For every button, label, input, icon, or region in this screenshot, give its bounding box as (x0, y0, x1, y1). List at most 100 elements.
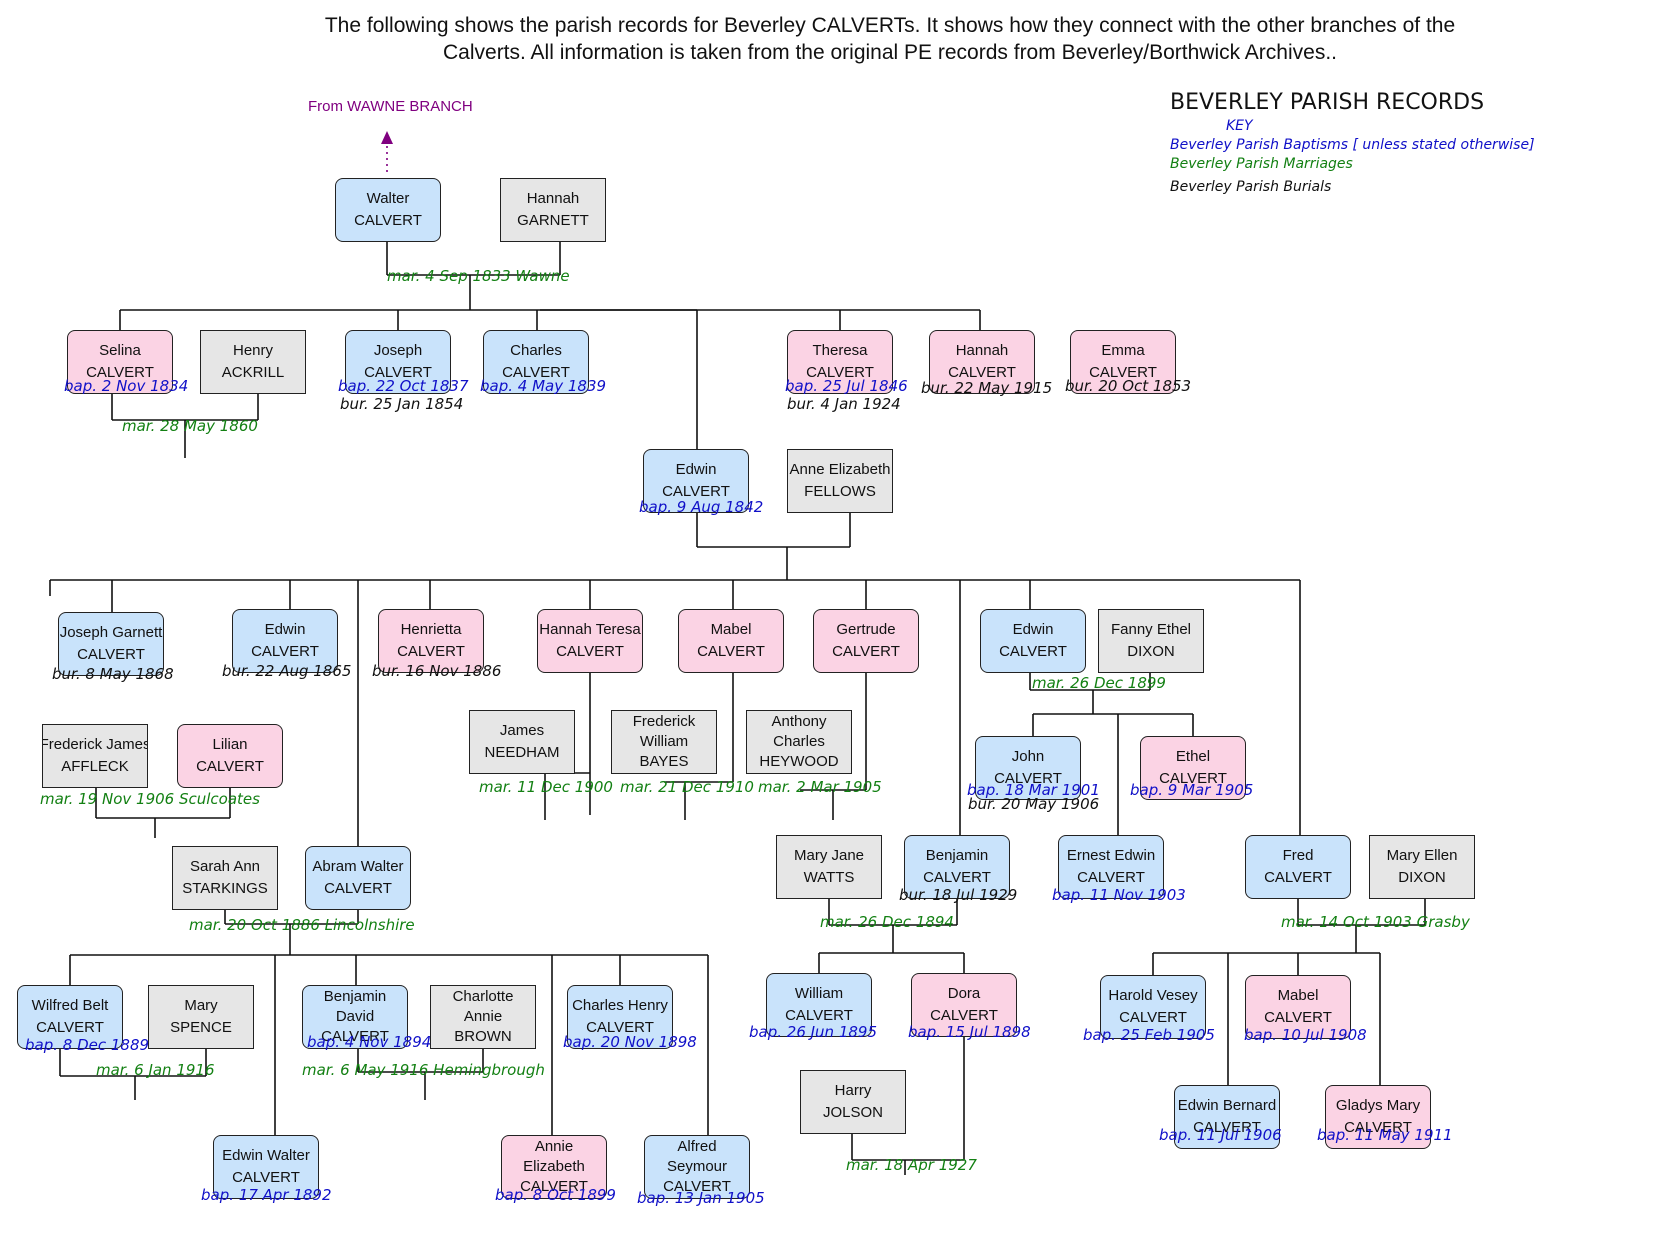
baptism-label: bap. 11 Nov 1903 (1052, 886, 1186, 904)
person-name-line: CALVERT (586, 1019, 654, 1036)
person-name-line: Edwin Bernard (1177, 1097, 1277, 1114)
person-name-line: Ethel (1175, 748, 1211, 765)
person-name-line: Walter (366, 190, 410, 207)
person-name-line: CALVERT (663, 1178, 731, 1195)
marriage-label: mar. 26 Dec 1894 (820, 913, 954, 931)
marriage-label: mar. 4 Sep 1833 Wawne (387, 267, 570, 285)
person-name-line: CALVERT (662, 483, 730, 500)
person-name-line: CALVERT (556, 643, 624, 660)
person-name-line: Seymour (666, 1158, 728, 1175)
person-name-line: Joseph (373, 342, 423, 359)
person-name-line: BROWN (454, 1028, 512, 1045)
person-name-line: Lilian (212, 736, 248, 753)
person-name-line: CALVERT (930, 1007, 998, 1024)
person-name-line: DIXON (1127, 643, 1175, 660)
person-name-line: CALVERT (321, 1028, 389, 1045)
person-name-line: Emma (1101, 342, 1145, 359)
person-name-line: Frederick James (42, 736, 148, 753)
person-name-line: Mabel (710, 621, 752, 638)
person-name-line: CALVERT (994, 770, 1062, 787)
baptism-label: bap. 25 Feb 1905 (1083, 1026, 1215, 1044)
person-name-line: CALVERT (502, 364, 570, 381)
person-name-line: CALVERT (697, 643, 765, 660)
person-name-line: Elizabeth (523, 1158, 585, 1175)
person-name-line: Harold Vesey (1108, 987, 1198, 1004)
person-name-line: Selina (99, 342, 141, 359)
person-name-line: Dora (947, 985, 981, 1002)
baptism-label: bap. 4 May 1839 (480, 377, 607, 395)
person-name-line: Gladys Mary (1335, 1097, 1421, 1114)
baptism-label: bap. 18 Mar 1901 (967, 781, 1100, 799)
person-name-line: ACKRILL (221, 364, 285, 381)
marriage-label: mar. 14 Oct 1903 Grasby (1281, 913, 1470, 931)
person-name-line: Wilfred Belt (31, 997, 109, 1014)
person-name-line: Charles Henry (572, 997, 668, 1014)
baptism-label: bap. 17 Apr 1892 (201, 1186, 332, 1204)
branch-label: From WAWNE BRANCH (308, 98, 473, 115)
person-name-line: CALVERT (324, 880, 392, 897)
person-name-line: Abram Walter (312, 858, 404, 875)
person-name-line: CALVERT (397, 643, 465, 660)
person-name-line: Mary Jane (793, 847, 865, 864)
person-name-line: Hannah (526, 190, 580, 207)
person-name-line: JOLSON (822, 1104, 883, 1121)
marriage-label: mar. 21 Dec 1910 (620, 778, 754, 796)
person-name-line: CALVERT (36, 1019, 104, 1036)
baptism-label: bap. 11 May 1911 (1317, 1126, 1453, 1144)
person-name-line: William (639, 733, 689, 750)
marriage-label: mar. 26 Dec 1899 (1032, 674, 1166, 692)
baptism-label: bap. 9 Mar 1905 (1130, 781, 1254, 799)
burial-label: bur. 16 Nov 1886 (372, 662, 502, 680)
baptism-label: bap. 26 Jun 1895 (749, 1023, 878, 1041)
person-name-line: WATTS (803, 869, 855, 886)
marriage-label: mar. 6 Jan 1916 (96, 1061, 215, 1079)
burial-label: bur. 8 May 1868 (52, 665, 174, 683)
person-name-line: John (1011, 748, 1045, 765)
person-name-line: Alfred (677, 1138, 717, 1155)
person-name-line: Anne Elizabeth (789, 461, 891, 478)
person-name-line: Gertrude (836, 621, 896, 638)
key-burials: Beverley Parish Burials (1170, 179, 1332, 195)
marriage-label: mar. 6 May 1916 Hemingbrough (302, 1061, 545, 1079)
baptism-label: bap. 10 Jul 1908 (1244, 1026, 1367, 1044)
person-name-line: BAYES (639, 753, 689, 770)
baptism-label: bap. 15 Jul 1898 (908, 1023, 1031, 1041)
person-name-line: CALVERT (1089, 364, 1157, 381)
key-baptisms: Beverley Parish Baptisms [ unless stated… (1170, 137, 1535, 153)
person-name-line: CALVERT (806, 364, 874, 381)
person-name-line: Hannah (955, 342, 1009, 359)
person-name-line: James (499, 722, 545, 739)
person-name-line: Henry (232, 342, 273, 359)
burial-label: bur. 18 Jul 1929 (899, 886, 1018, 904)
baptism-label: bap. 22 Oct 1837 (338, 377, 469, 395)
